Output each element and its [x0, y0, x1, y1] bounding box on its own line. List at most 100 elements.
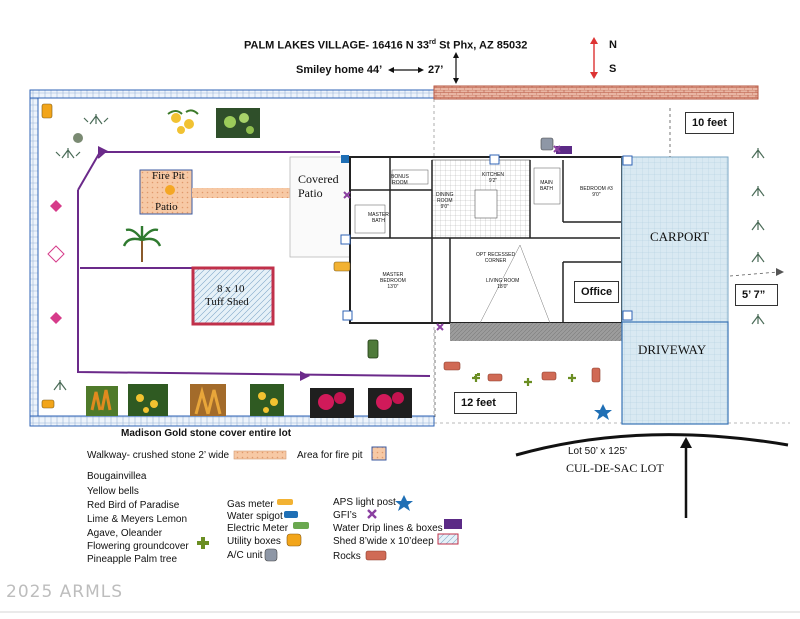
bougainvillea-icon: [50, 200, 62, 324]
legend-red-bird: Red Bird of Paradise: [87, 500, 180, 511]
room-master-bath: MASTER BATH: [368, 212, 389, 224]
room-bonus: BONUS ROOM: [391, 174, 409, 186]
arrow-down-icon: [453, 78, 459, 84]
room-kitchen: KITCHEN 9'2": [482, 172, 504, 184]
cul-de-sac-label: CUL-DE-SAC LOT: [566, 461, 664, 475]
plant-photo-bougainvillea-2: [368, 388, 412, 418]
south-label: S: [609, 63, 617, 75]
legend-shed: Shed 8’wide x 10’deep: [333, 536, 434, 547]
legend-aps-icon: [395, 495, 413, 511]
window-markers: [340, 154, 633, 321]
arrow-left-icon: [388, 67, 394, 73]
tuff-shed-size-label: 8 x 10: [217, 283, 245, 295]
groundcover-cross-icon: [469, 373, 480, 379]
room-dining: DINING ROOM 9'0": [436, 192, 454, 210]
south-arrow-icon: [590, 72, 598, 79]
room-living: LIVING ROOM 18'0": [486, 278, 520, 290]
agave-icon: [53, 114, 765, 391]
legend-utility-boxes: Utility boxes: [227, 536, 281, 547]
water-spigot-icon: [341, 155, 349, 163]
fire-pit-icon: [165, 185, 175, 195]
home-size-label: Smiley home 44’: [296, 64, 383, 76]
groundcover-crosses: [472, 374, 576, 386]
ac-unit-icon: [540, 137, 554, 151]
porch-slab: [450, 323, 622, 341]
legend-rocks-icon: [365, 550, 387, 561]
rocks-icon: [443, 361, 601, 383]
plant-photo-groundcover: [190, 384, 226, 416]
legend-groundcover-icon: [197, 537, 209, 549]
tuff-shed: [191, 266, 275, 326]
south-wall: [29, 415, 435, 427]
north-wall-left: [29, 89, 435, 99]
legend-ac-unit: A/C unit: [227, 550, 263, 561]
fire-pit-label: Fire Pit: [152, 170, 185, 182]
stone-cover-label: Madison Gold stone cover entire lot: [121, 428, 292, 439]
lot-size-label: Lot 50’ x 125’: [568, 446, 628, 457]
ten-feet-label: 10 feet: [685, 112, 734, 134]
covered-patio-area: [289, 156, 351, 258]
arrow-right-icon: [418, 67, 424, 73]
oleander-icon: [47, 245, 65, 263]
shrub-icon: [73, 133, 83, 143]
legend-drip-icon: [444, 519, 462, 529]
gas-meter-icon: [333, 261, 351, 272]
plant-photo-lime: [216, 108, 260, 138]
arrow-up-icon: [680, 437, 692, 448]
legend-electric-meter: Electric Meter: [227, 523, 289, 534]
twelve-feet-label: 12 feet: [454, 392, 517, 414]
electric-meter-icon: [367, 339, 379, 359]
plant-photo-red-bird: [86, 386, 118, 416]
plant-photo-bougainvillea-1: [310, 388, 354, 418]
tuff-shed-label: Tuff Shed: [205, 296, 249, 308]
five-seven-label: 5’ 7”: [735, 284, 779, 306]
legend-groundcover: Flowering groundcover: [87, 541, 189, 552]
office-label: Office: [574, 281, 620, 303]
legend-water-spigot-icon: [284, 511, 298, 518]
legend-fire-area: Area for fire pit: [297, 450, 363, 461]
legend-drip: Water Drip lines & boxes: [333, 523, 443, 534]
cul-de-sac-curve: [515, 433, 789, 457]
legend-lime-lemon: Lime & Meyers Lemon: [87, 514, 188, 525]
north-label: N: [609, 39, 617, 51]
arrow-right-icon: [776, 268, 784, 276]
legend-water-spigot: Water spigot: [227, 511, 283, 522]
legend-walkway-swatch: [233, 450, 287, 460]
utility-box-icon: [41, 399, 55, 409]
legend-gfi-icon: [367, 509, 377, 519]
room-main-bath: MAIN BATH: [540, 180, 553, 192]
room-entertainment: OPT RECESSED CORNER: [476, 252, 516, 264]
driveway-area: [621, 321, 729, 425]
legend-bougainvillea: Bougainvillea: [87, 471, 147, 482]
palm-tree-icon: [122, 226, 162, 262]
carport-area: [621, 156, 729, 323]
walkway-arrow-icon: [300, 371, 310, 381]
plant-photo-yellow-bells: [128, 384, 168, 416]
legend-agave: Agave, Oleander: [87, 528, 163, 539]
legend-utility-box-icon: [286, 533, 302, 547]
legend-aps-post: APS light post: [333, 497, 396, 508]
aps-light-post-icon: [594, 404, 612, 420]
legend-yellow-bells: Yellow bells: [87, 486, 139, 497]
legend-gfi: GFI’s: [333, 510, 357, 521]
plant-photo-yellow-bells-2: [250, 384, 284, 416]
room-bedroom-3: BEDROOM #3 9'0": [580, 186, 613, 198]
north-arrow-icon: [590, 37, 598, 44]
legend-gas-meter: Gas meter: [227, 499, 274, 510]
north-wall-brick: [433, 85, 759, 100]
gfi-icon: [343, 145, 561, 331]
room-master-bedroom: MASTER BEDROOM 13'0": [380, 272, 406, 290]
legend-fire-area-swatch: [371, 446, 387, 461]
legend-rocks: Rocks: [333, 551, 361, 562]
carport-label: CARPORT: [650, 229, 710, 244]
legend-shed-icon: [437, 533, 459, 545]
walkway-crushed-stone: [192, 188, 292, 198]
water-drip-box-icon: [556, 146, 572, 154]
dim-5-7: [729, 271, 779, 277]
legend-palm: Pineapple Palm tree: [87, 554, 178, 565]
legend-walkway: Walkway- crushed stone 2’ wide: [87, 450, 230, 461]
copyright-watermark: 2025 ARMLS: [6, 582, 124, 602]
legend-gas-meter-icon: [277, 499, 293, 505]
arrow-up-icon: [453, 52, 459, 58]
